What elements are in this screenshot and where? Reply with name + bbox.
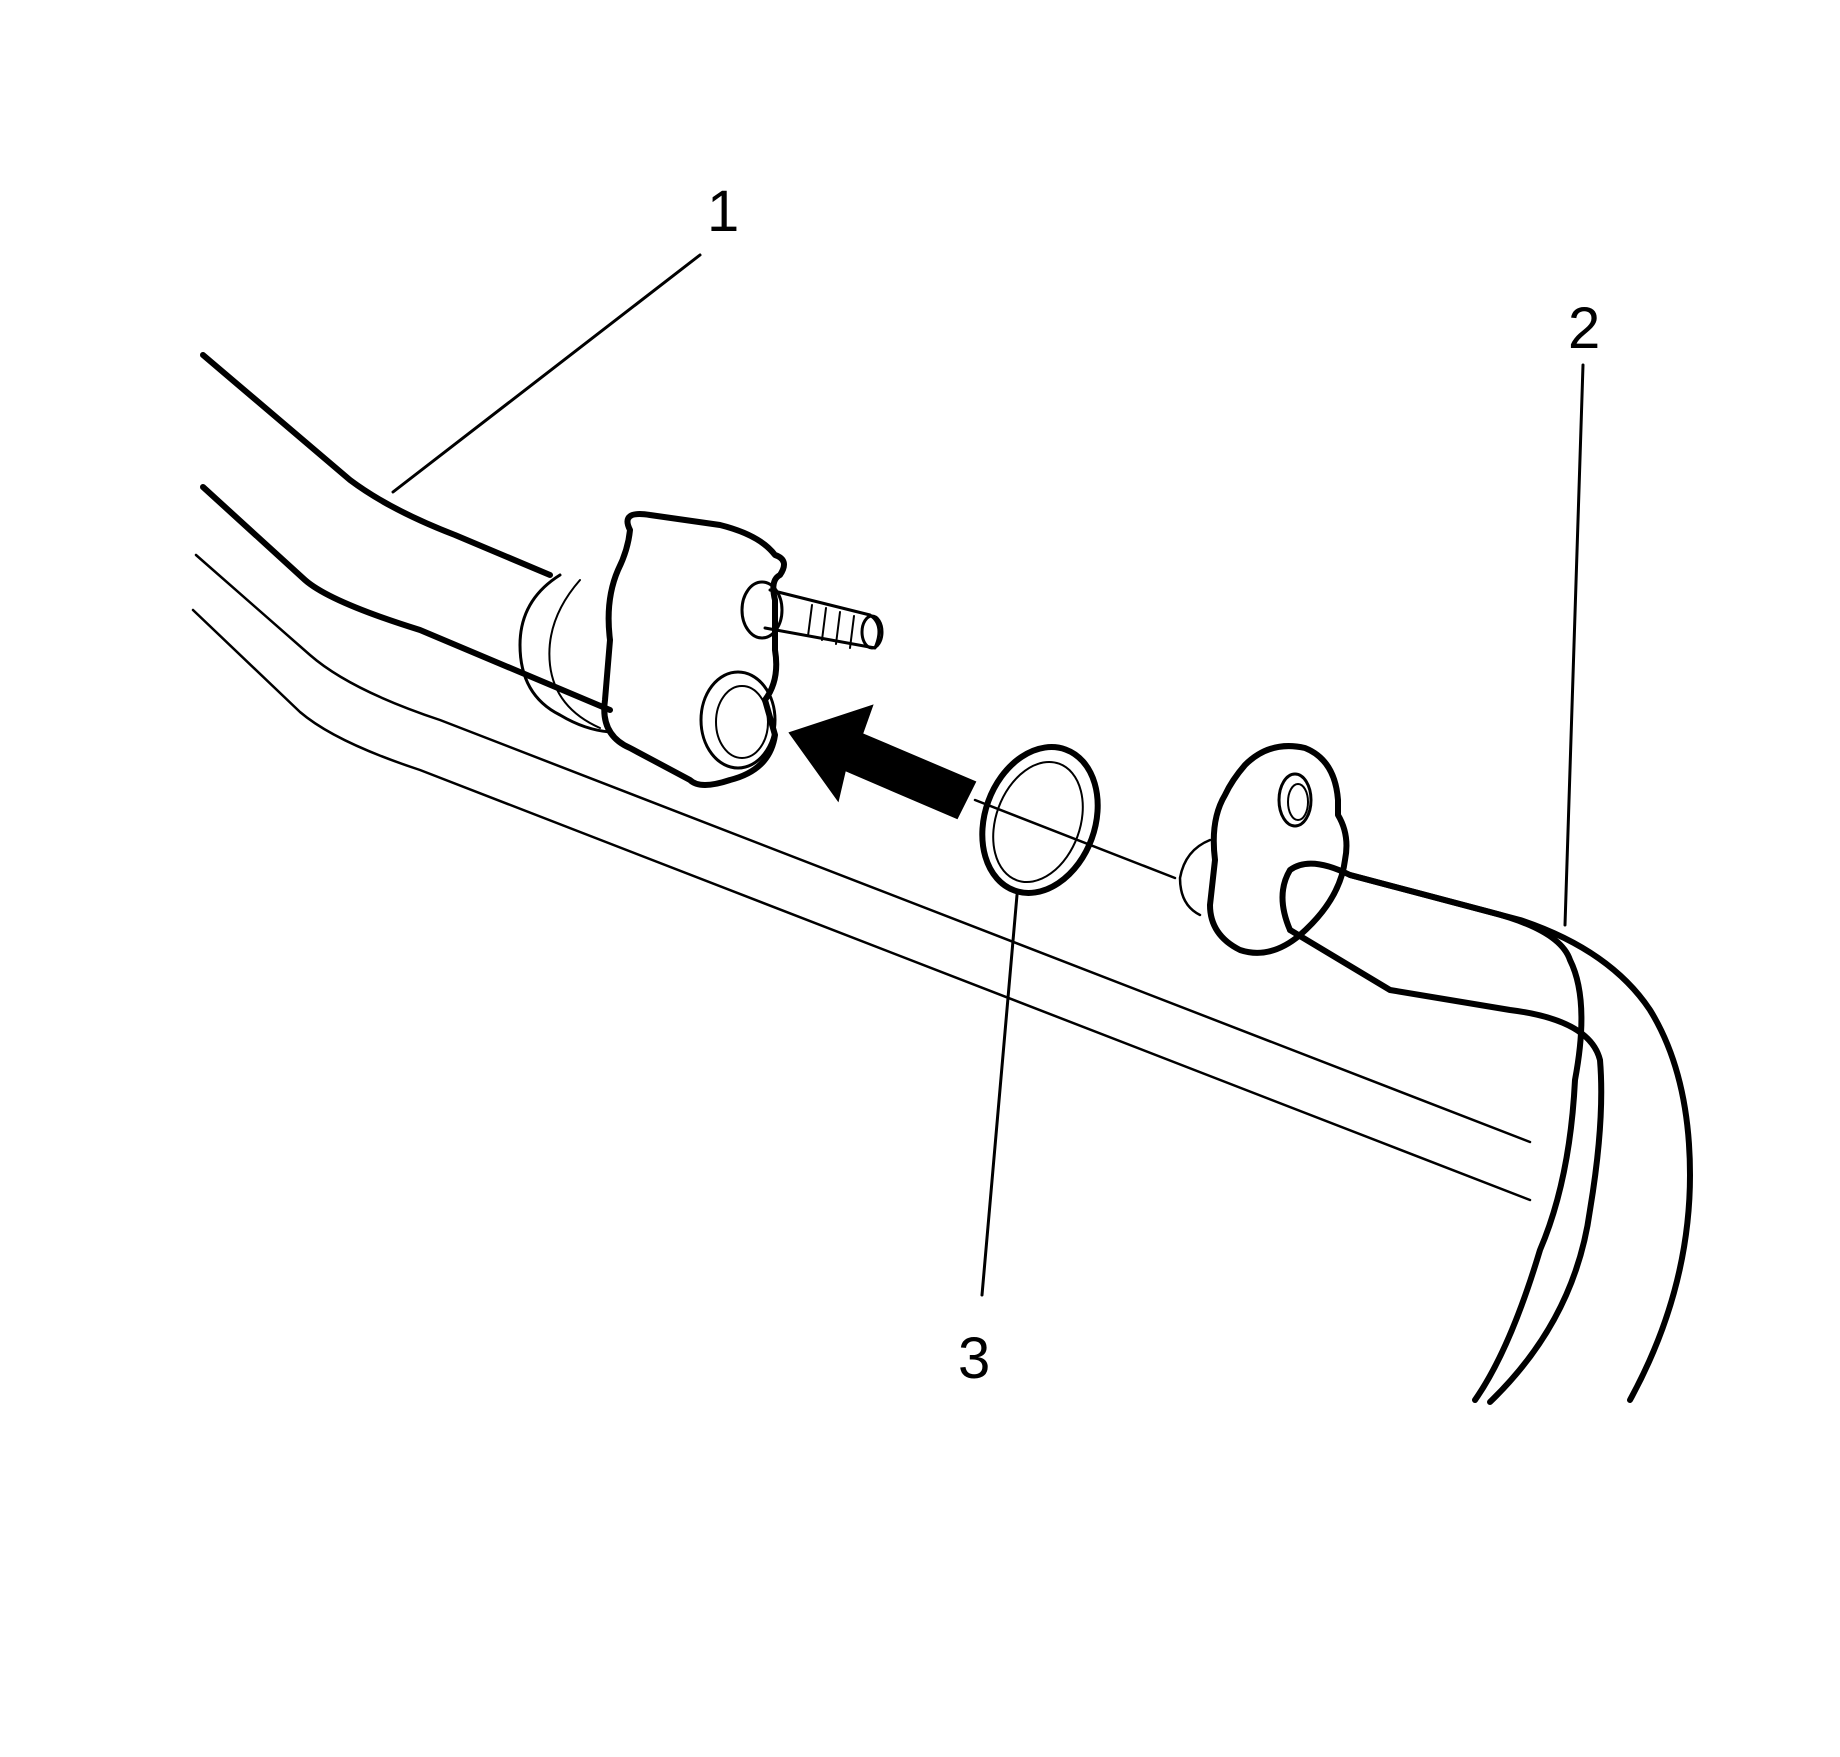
leader-line-3 bbox=[980, 893, 1019, 1297]
callout-label-2: 2 bbox=[1568, 296, 1601, 361]
left-pipe bbox=[200, 352, 613, 713]
rail-lines bbox=[191, 553, 1532, 1202]
direction-arrow-icon bbox=[788, 704, 977, 820]
right-pipe bbox=[1279, 860, 1693, 1405]
leader-line-2 bbox=[1563, 363, 1585, 927]
callout-label-3: 3 bbox=[958, 1326, 991, 1391]
callout-label-1: 1 bbox=[707, 179, 740, 244]
alignment-line bbox=[973, 798, 1177, 880]
right-fitting-block bbox=[1178, 743, 1350, 956]
o-ring bbox=[979, 744, 1101, 896]
leader-line-1 bbox=[391, 253, 702, 494]
left-fitting-block bbox=[518, 511, 884, 788]
